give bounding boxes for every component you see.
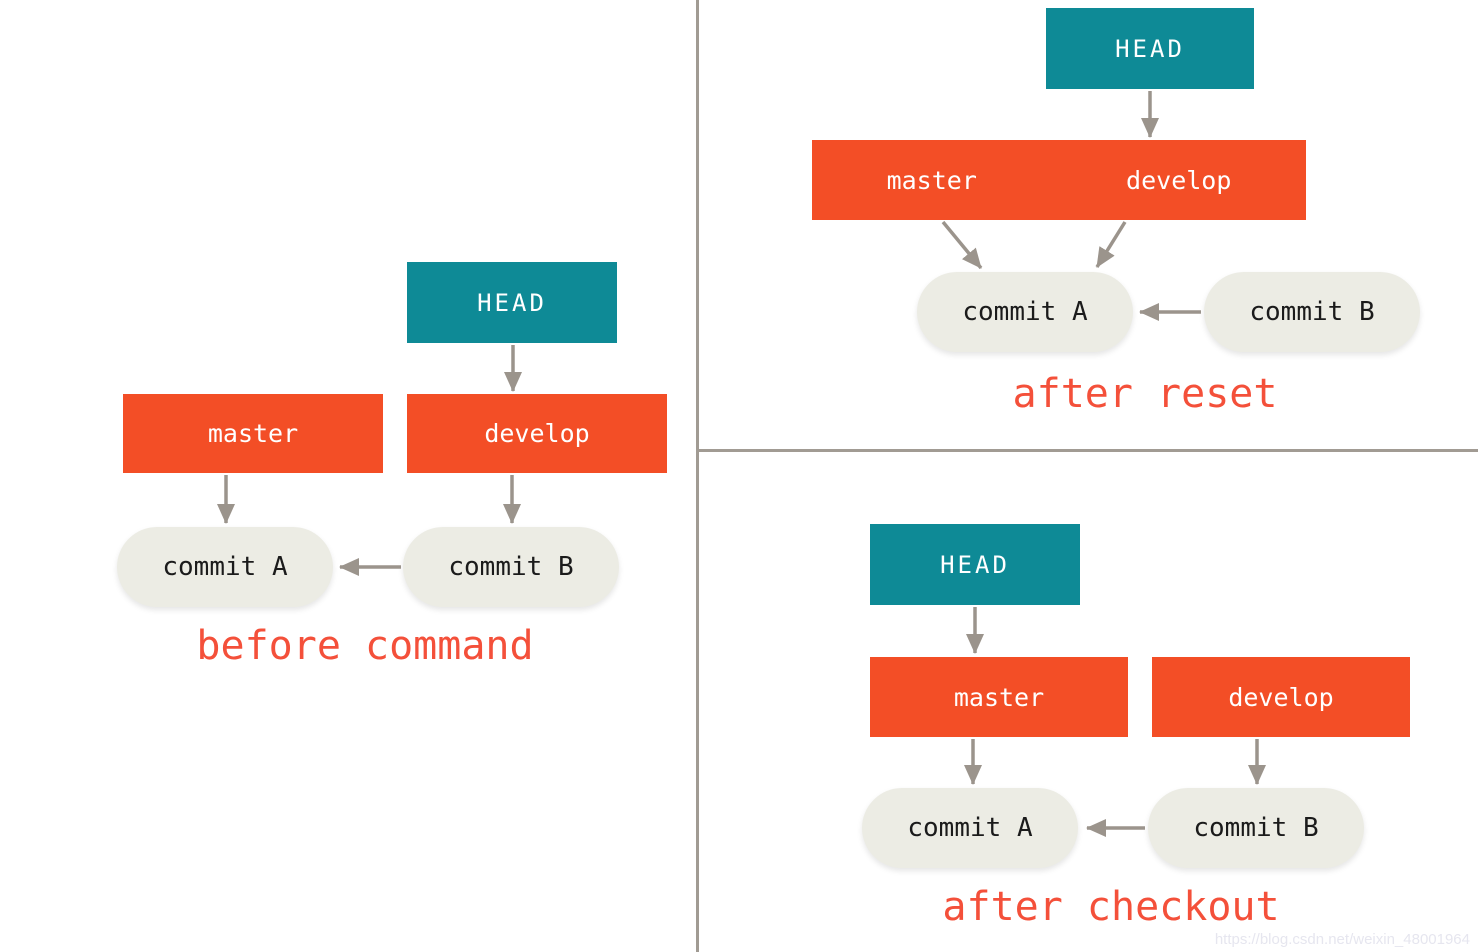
checkout-develop-label: develop [1228, 682, 1334, 712]
reset-master-label: master [886, 165, 977, 195]
checkout-commit-b-label: commit B [1193, 813, 1319, 843]
before-head-box: HEAD [407, 262, 617, 343]
watermark-url: https://blog.csdn.net/weixin_48001964 [1214, 931, 1470, 948]
before-commit-b-label: commit B [448, 552, 574, 582]
before-master-branch-box: master [123, 394, 383, 473]
reset-commit-b-label: commit B [1249, 297, 1375, 327]
checkout-head-box: HEAD [870, 524, 1080, 605]
before-head-label: HEAD [477, 288, 547, 317]
reset-commit-b-node: commit B [1204, 272, 1420, 352]
before-commit-b-node: commit B [403, 527, 619, 607]
checkout-develop-branch-box: develop [1152, 657, 1410, 737]
checkout-commit-a-node: commit A [862, 788, 1078, 868]
arrow-reset-master-to-commit-a [941, 220, 983, 270]
checkout-commit-b-node: commit B [1148, 788, 1364, 868]
reset-commit-a-label: commit A [962, 297, 1088, 327]
reset-head-label: HEAD [1115, 34, 1185, 63]
checkout-head-label: HEAD [940, 550, 1010, 579]
checkout-commit-a-label: commit A [907, 813, 1033, 843]
before-master-label: master [207, 419, 299, 448]
arrow-reset-develop-to-commit-a [1095, 221, 1127, 268]
before-commit-a-label: commit A [162, 552, 288, 582]
reset-branches-combined-box: master develop [812, 140, 1306, 220]
reset-head-box: HEAD [1046, 8, 1254, 89]
before-develop-branch-box: develop [407, 394, 667, 473]
caption-after-checkout: after checkout [942, 884, 1280, 930]
caption-after-reset: after reset [1012, 371, 1278, 417]
before-commit-a-node: commit A [117, 527, 333, 607]
reset-commit-a-node: commit A [917, 272, 1133, 352]
caption-before-command: before command [196, 623, 534, 669]
vertical-divider [696, 0, 699, 952]
checkout-master-branch-box: master [870, 657, 1128, 737]
horizontal-divider [698, 449, 1478, 452]
checkout-master-label: master [953, 682, 1045, 712]
reset-develop-label: develop [1126, 165, 1232, 195]
before-develop-label: develop [484, 419, 590, 448]
